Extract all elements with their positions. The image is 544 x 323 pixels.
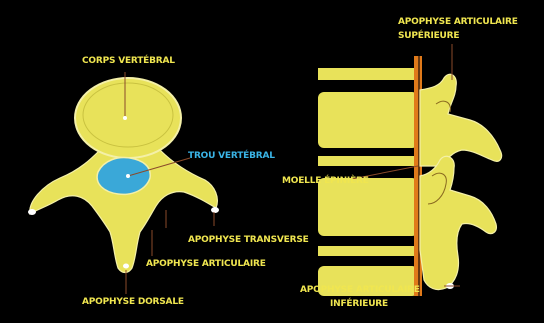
label-apophyse-articulaire-inferieure-line2: INFÉRIEURE	[330, 297, 388, 309]
label-corps-vertebral: CORPS VERTÉBRAL	[82, 54, 175, 66]
vertebral-body	[75, 78, 181, 158]
label-moelle-epiniere: MOELLE ÉPINIÈRE	[282, 174, 369, 186]
lateral-view-spine	[318, 44, 502, 296]
label-apophyse-articulaire-inferieure-line1: APOPHYSE ARTICULAIRE	[300, 285, 420, 295]
label-trou-vertebral: TROU VERTÉBRAL	[188, 149, 275, 161]
vertebral-canal	[97, 158, 150, 195]
label-apophyse-articulaire-superieure-line2: SUPÉRIEURE	[398, 29, 459, 41]
label-apophyse-articulaire: APOPHYSE ARTICULAIRE	[146, 259, 266, 269]
label-apophyse-articulaire-superieure-line1: APOPHYSE ARTICULAIRE	[398, 17, 518, 27]
label-apophyse-transverse: APOPHYSE TRANSVERSE	[188, 235, 309, 245]
posterior-arch-lower	[420, 156, 496, 289]
label-apophyse-dorsale: APOPHYSE DORSALE	[82, 297, 184, 307]
posterior-arch-upper	[420, 74, 502, 166]
